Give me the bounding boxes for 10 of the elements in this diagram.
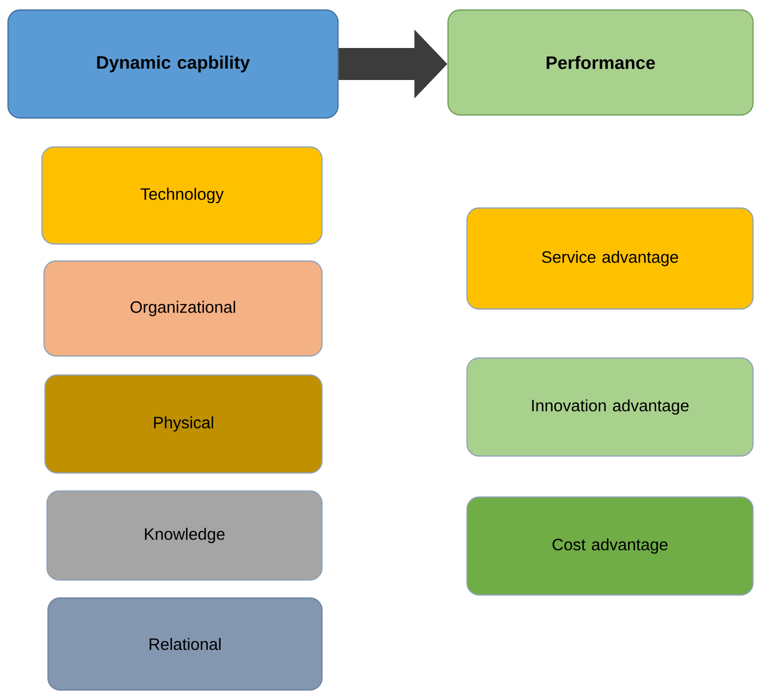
category-box: Relational [47, 597, 323, 691]
category-box: Physical [44, 374, 323, 474]
category-box: Innovation advantage [466, 357, 754, 457]
category-box: Knowledge [46, 490, 323, 581]
category-box: Technology [41, 146, 323, 245]
category-box: Cost advantage [466, 496, 754, 596]
category-box: Organizational [43, 260, 323, 357]
heading-box: Dynamic capbility [7, 9, 339, 119]
heading-box: Performance [447, 9, 754, 116]
category-box: Service advantage [466, 207, 754, 310]
